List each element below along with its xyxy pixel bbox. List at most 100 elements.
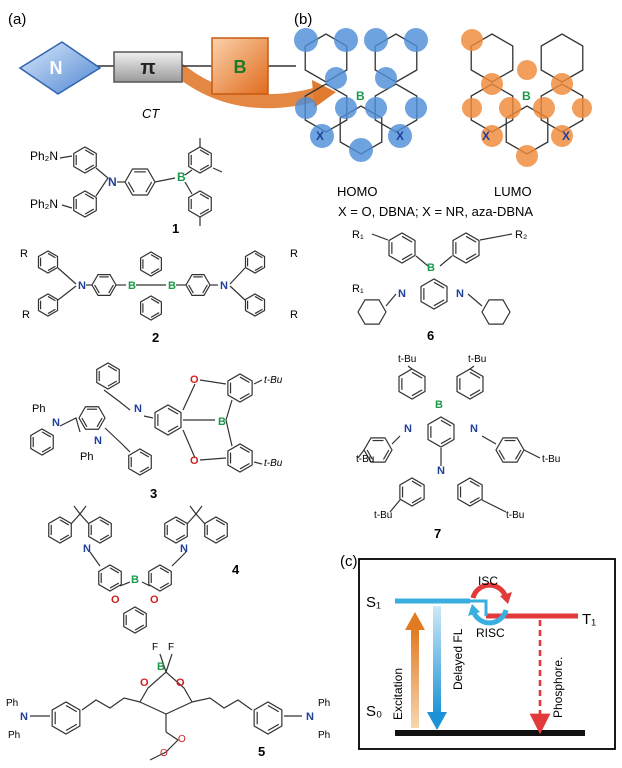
c7-n-aryl-2	[481, 435, 497, 445]
c3-pyrrole-2	[104, 427, 131, 453]
c5-o-2: O	[176, 677, 185, 689]
double-bond	[127, 181, 135, 193]
ct-label: CT	[142, 106, 160, 121]
c7-n-2: N	[470, 423, 478, 435]
c7-tbu-bond-4	[523, 449, 541, 459]
c1-mesityl-bottom	[188, 190, 212, 218]
c5-o-4: O	[160, 748, 168, 759]
c4-b: B	[131, 574, 139, 586]
c1-amine-top: Ph₂N	[30, 149, 58, 163]
c5-vinyl-right	[191, 697, 253, 711]
c4-core-right	[148, 564, 172, 592]
c3-pyrrole-1	[59, 417, 81, 433]
c4-methyl-2	[79, 505, 87, 515]
double-bond	[215, 519, 226, 526]
c3-o-aryl-1	[199, 379, 227, 385]
double-bond	[47, 308, 56, 315]
c4-number: 4	[232, 562, 240, 577]
double-bond	[134, 624, 145, 631]
c3-n-core-bond	[143, 415, 154, 419]
c6-n-aryl-2	[467, 293, 483, 307]
double-bond	[84, 149, 95, 156]
double-bond	[150, 268, 160, 274]
c5-f-2: F	[168, 642, 174, 653]
double-bond	[239, 462, 250, 470]
orbital-lobe	[481, 73, 503, 95]
delayed-fl-label: Delayed FL	[451, 628, 465, 690]
c2-bond-2	[57, 285, 77, 301]
jablonski-diagram	[358, 558, 616, 750]
c2-bond-8	[229, 285, 246, 301]
orbital-lobe	[533, 97, 555, 119]
risc-arc	[470, 609, 509, 626]
c6-n-2: N	[456, 288, 464, 300]
c3-tbu-bond-2	[253, 461, 263, 465]
c1-number: 1	[172, 221, 179, 236]
c2-boranthrene-bottom	[140, 295, 162, 321]
isc-arrowhead	[500, 592, 512, 604]
orbital-lobe	[325, 67, 347, 89]
double-bond	[167, 425, 179, 433]
delayed-fl-arrow-shaft	[433, 606, 441, 714]
double-bond	[145, 181, 153, 193]
c6-n-aryl-1	[385, 293, 397, 307]
c3-core-ring	[78, 406, 106, 430]
orbital-lobe	[481, 125, 503, 147]
double-bond	[84, 164, 95, 171]
c5-o-3: O	[178, 734, 186, 745]
c5-ph-3: Ph	[318, 698, 330, 709]
orbital-lobe	[551, 73, 573, 95]
c3-aryl-top	[227, 373, 253, 403]
c5-ph-1: Ph	[6, 698, 18, 709]
c6-b-bond-2	[439, 255, 453, 267]
double-bond	[65, 705, 78, 713]
orbital-lobe	[349, 138, 373, 162]
acceptor-square	[211, 37, 269, 95]
risc-label: RISC	[476, 626, 505, 640]
c4-acridan-l-1	[48, 516, 72, 544]
double-bond	[65, 723, 78, 731]
double-bond	[108, 284, 114, 294]
c7-n-1: N	[404, 423, 412, 435]
c3-o-bond-1	[182, 383, 196, 411]
double-bond	[107, 365, 118, 372]
c3-b-aryl-1	[225, 399, 233, 421]
double-bond	[107, 380, 118, 387]
c2-xylyl-left	[91, 274, 117, 296]
double-bond	[175, 519, 186, 526]
c3-n-2: N	[94, 435, 102, 447]
c5-aryl-left	[51, 701, 81, 735]
orbital-lobe	[499, 97, 521, 119]
double-bond	[433, 281, 445, 289]
c7-carbazole-right	[457, 477, 483, 507]
c1-amine-bond-top	[59, 155, 73, 159]
double-bond	[139, 466, 150, 473]
double-bond	[159, 567, 170, 574]
double-bond	[469, 480, 480, 488]
compound-5-structure	[30, 653, 302, 761]
c5-n-2: N	[306, 711, 314, 723]
c5-ph-2: Ph	[8, 730, 20, 741]
double-bond	[47, 252, 56, 259]
double-bond	[254, 265, 263, 272]
double-bond	[433, 299, 445, 307]
c4-methyl-1	[73, 505, 81, 515]
orbital-lobe	[310, 124, 334, 148]
double-bond	[498, 449, 506, 460]
isc-arc	[470, 582, 509, 599]
c4-o-1: O	[111, 594, 120, 606]
c3-tbu-bond-1	[253, 379, 263, 385]
double-bond	[47, 265, 56, 272]
double-bond	[47, 295, 56, 302]
c3-o-1: O	[190, 374, 199, 386]
double-bond	[267, 723, 280, 731]
c5-b: B	[157, 661, 165, 673]
double-bond	[411, 389, 423, 397]
c7-tbu-bond-6	[481, 499, 507, 513]
compound-6-structure	[357, 232, 513, 325]
c3-ring-2	[30, 428, 54, 456]
risc-arrowhead	[468, 604, 480, 616]
c4-acridan-bridge-l	[70, 513, 90, 525]
c1-methyl-2	[212, 167, 223, 173]
